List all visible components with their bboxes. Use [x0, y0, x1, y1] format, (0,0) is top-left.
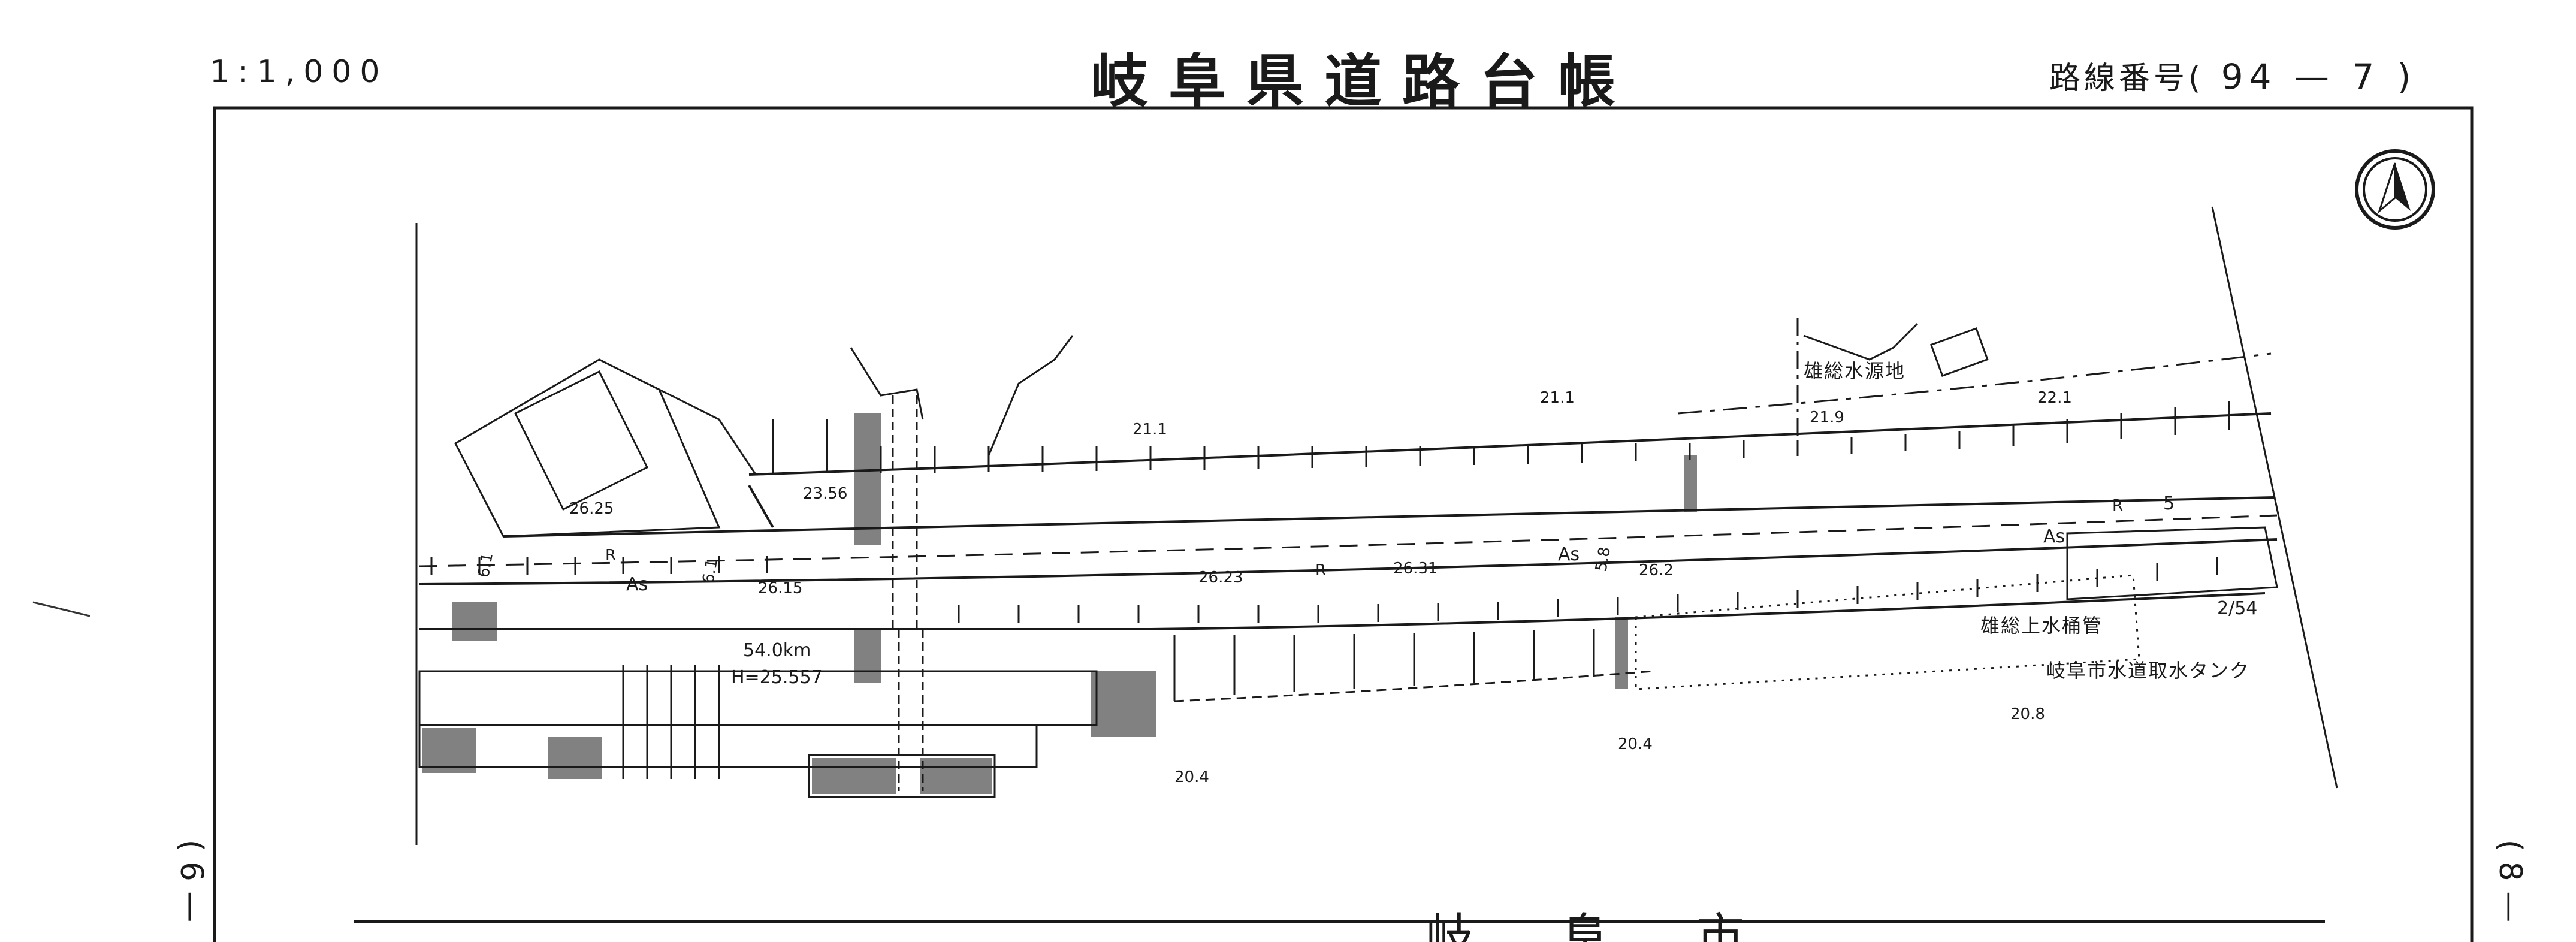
km-post: 54.0km — [743, 640, 811, 661]
north-arrow-icon — [2355, 149, 2435, 230]
width-mark: 5.8 — [1592, 545, 1614, 573]
pavement-mark: As — [2043, 526, 2065, 547]
hatched-blocks — [422, 413, 1697, 794]
benchmark-height: H=25.557 — [731, 667, 823, 688]
page-title: 岐阜県道路台帳 — [1091, 48, 1636, 115]
elevation-point: 26.2 — [1639, 561, 1674, 579]
route-label: 路線番号( — [2049, 61, 2204, 96]
radius-mark: R — [1315, 561, 1326, 579]
route-value: 94 — 7 ) — [2221, 56, 2417, 97]
map-scale: 1:1,000 — [210, 54, 388, 90]
width-mark: 5 — [2163, 493, 2175, 514]
survey-boundary-right — [2211, 206, 2338, 789]
bottom-caption: 岐 阜 市 — [1426, 908, 1780, 942]
radius-mark: R — [2112, 497, 2123, 515]
pavement-mark: As — [1558, 544, 1580, 565]
elevation-point: 21.1 — [1133, 421, 1167, 439]
water-source-area — [1635, 318, 2278, 690]
elevation-point: 22.1 — [2037, 389, 2072, 407]
width-mark: 6.1 — [699, 557, 721, 585]
width-mark: 6.1 — [475, 551, 497, 579]
elevation-point: 21.1 — [1540, 389, 1575, 407]
embankment-upper — [772, 401, 2230, 473]
pavement-mark: As — [626, 574, 648, 595]
buildings-hill — [454, 335, 1074, 538]
map-frame — [213, 106, 2474, 942]
elevation-point: 26.31 — [1393, 560, 1438, 578]
elevation-point: 20.8 — [2010, 705, 2045, 723]
elevation-point: 26.23 — [1198, 569, 1243, 587]
elevation-point: 20.4 — [1174, 768, 1209, 786]
pencil-mark — [32, 601, 90, 617]
elevation-point: 26.15 — [758, 579, 802, 597]
kerb-ticks — [430, 556, 2218, 623]
elevation-point: 23.56 — [803, 485, 847, 503]
elevation-point: 26.25 — [569, 500, 614, 518]
radius-mark: R — [605, 547, 616, 564]
elevation-point: 20.4 — [1618, 735, 1653, 753]
label-water-pipe: 雄総上水桶管 — [1980, 614, 2103, 637]
elevation-point: 21.9 — [1810, 409, 1844, 427]
route-number: 路線番号( 94 — 7 ) — [2049, 53, 2417, 98]
label-water-source: 雄総水源地 — [1804, 360, 1905, 382]
embankment-lower — [1173, 629, 1654, 702]
road-centerline — [419, 514, 2278, 567]
pipe-code: 2/54 — [2217, 598, 2257, 619]
road-edges — [419, 412, 2278, 630]
label-water-tank: 岐阜市水道取水タンク — [2046, 659, 2250, 682]
